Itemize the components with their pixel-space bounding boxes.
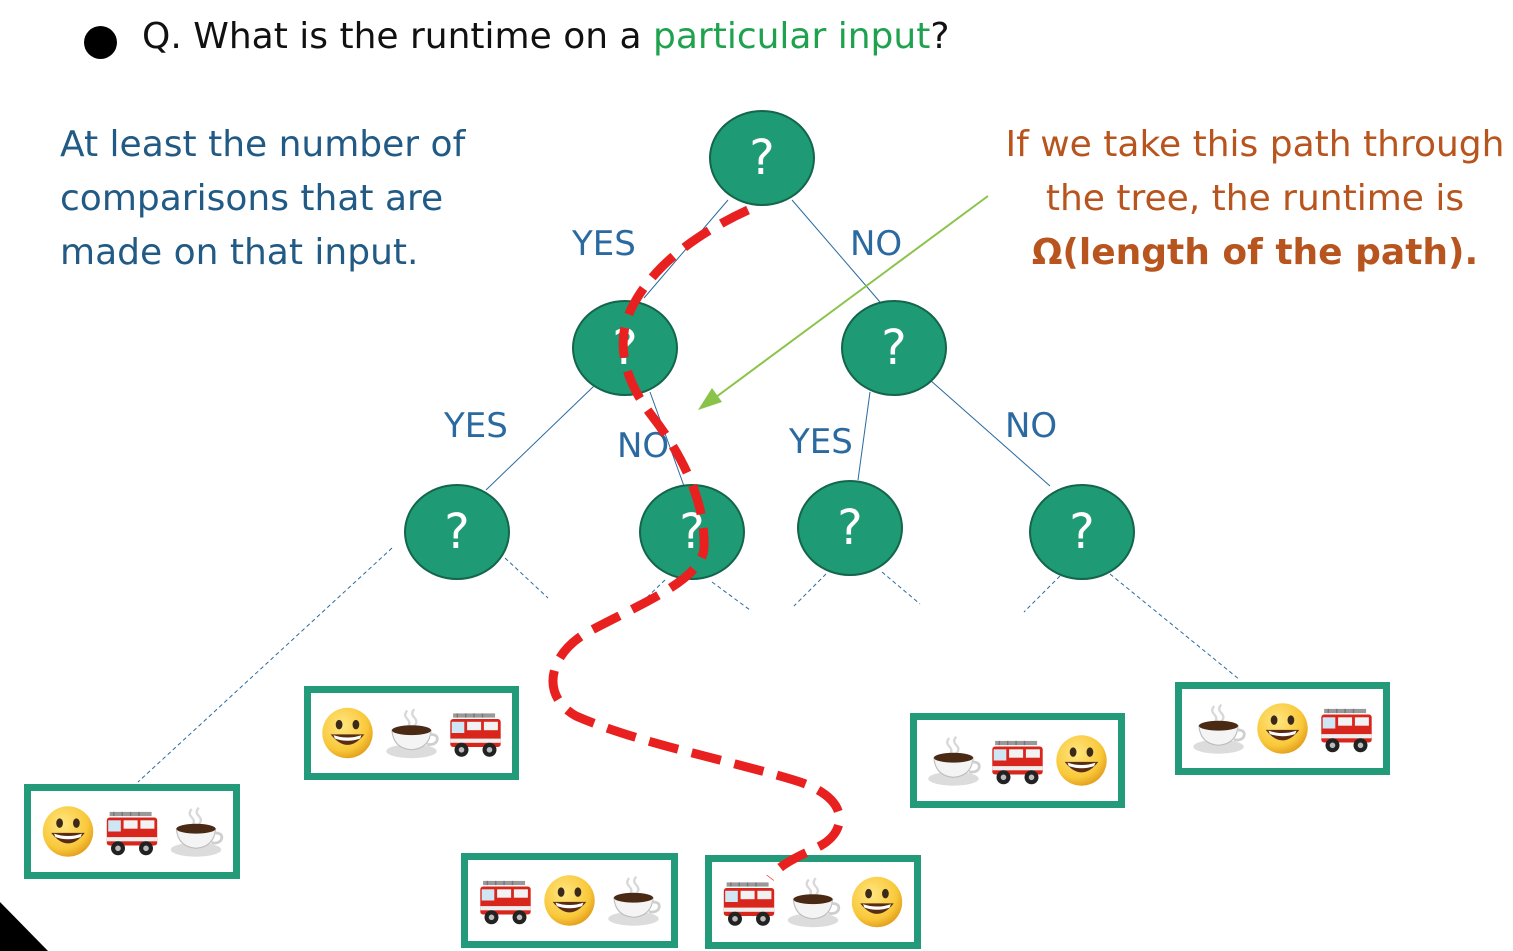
coffee-icon (169, 806, 224, 859)
dashed-edge-lr-left (639, 579, 666, 605)
bullet-dot (84, 26, 117, 59)
truck-icon (106, 811, 158, 856)
coffee-icon (926, 735, 981, 788)
dashed-edge-rr-leaf (1109, 573, 1241, 681)
truck-icon (449, 712, 502, 758)
smiley-icon (544, 875, 595, 926)
pointer-arrow (698, 195, 989, 410)
edge-label-left-no: NO (617, 426, 670, 466)
leaf-icons (42, 806, 224, 859)
smiley-icon (42, 806, 94, 857)
smiley-icon (851, 876, 903, 928)
dashed-edge-rl-right (881, 571, 921, 605)
corner-triangle (0, 902, 48, 951)
dashed-edge-ll-leaf (137, 547, 393, 783)
edge-root-left (643, 199, 729, 299)
leaf-box (910, 713, 1125, 808)
coffee-icon (384, 707, 439, 760)
leaf-box (24, 784, 240, 879)
leaf-icons (723, 876, 903, 929)
edge-right-rr (929, 379, 1051, 487)
right-note-line2: Ω(length of the path). (1031, 232, 1479, 273)
coffee-icon (1191, 703, 1246, 756)
node-l1-right: ? (841, 300, 947, 396)
coffee-icon (786, 876, 841, 929)
leaf-box (304, 686, 519, 780)
smiley-icon (1056, 735, 1107, 786)
question-suffix: ? (930, 16, 950, 57)
question-text: Q. What is the runtime on a particular i… (142, 16, 949, 57)
smiley-icon (1257, 703, 1308, 754)
leaf-icons (322, 707, 502, 760)
edge-label-left-yes: YES (444, 406, 508, 446)
edge-label-right-yes: YES (789, 422, 853, 462)
leaf-icons (479, 875, 661, 928)
leaf-box (461, 853, 678, 948)
truck-icon (1320, 708, 1373, 753)
node-l2-ll: ? (404, 484, 510, 580)
arrow-head (698, 388, 722, 410)
question-highlight: particular input (652, 16, 931, 57)
truck-icon (479, 880, 532, 925)
dashed-edge-rl-left (793, 573, 827, 607)
edge-label-root-yes: YES (572, 224, 636, 264)
node-l2-lr: ? (639, 484, 745, 580)
smiley-icon (322, 707, 373, 759)
node-l2-rr: ? (1029, 484, 1135, 580)
dashed-edge-lr-right (711, 581, 751, 611)
node-l1-left: ? (572, 300, 678, 396)
truck-icon (723, 881, 775, 927)
leaf-box (1175, 682, 1390, 775)
dashed-edge-rr-left (1023, 575, 1061, 613)
node-l2-rl: ? (797, 480, 903, 576)
left-note: At least the number of comparisons that … (60, 124, 466, 273)
coffee-icon (606, 875, 661, 928)
right-note: If we take this path through the tree, t… (980, 118, 1513, 280)
edge-label-right-no: NO (1005, 406, 1058, 446)
leaf-box (705, 855, 921, 949)
right-note-line1: If we take this path through the tree, t… (1005, 124, 1505, 219)
question-prefix: Q. What is the runtime on a (142, 16, 653, 57)
dashed-edge-ll-right (504, 557, 549, 599)
truck-icon (991, 740, 1044, 785)
leaf-icons (1191, 703, 1373, 756)
edge-right-rl (857, 391, 871, 481)
node-root: ? (709, 110, 815, 206)
tree-edges (485, 199, 1051, 491)
edge-label-root-no: NO (850, 224, 903, 264)
leaf-icons (926, 735, 1107, 788)
